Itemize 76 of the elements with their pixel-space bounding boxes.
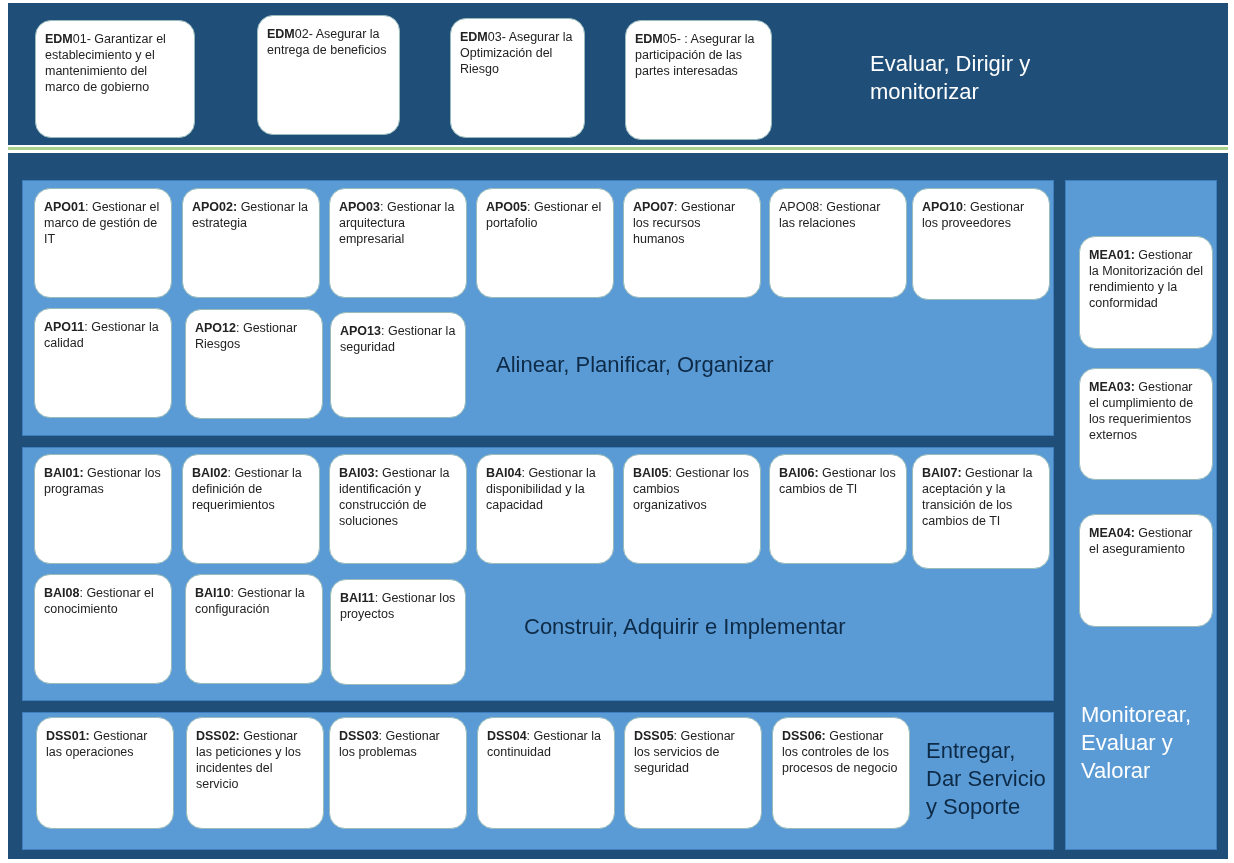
- process-text: BAI10: Gestionar la configuración: [195, 585, 306, 617]
- process-text: BAI06: Gestionar los cambios de TI: [779, 465, 897, 497]
- process-text: DSS06: Gestionar los controles de los procesos de negocio: [782, 728, 899, 776]
- domain-title: Construir, Adquirir e Implementar: [524, 613, 847, 641]
- process-text: BAI07: Gestionar la aceptación y la transición de los cambios de TI: [922, 465, 1034, 529]
- process-card: [450, 18, 585, 138]
- process-text: APO10: Gestionar los proveedores: [922, 199, 1026, 231]
- domain-title: Alinear, Planificar, Organizar: [496, 351, 775, 379]
- process-card: [1079, 236, 1213, 349]
- process-text: APO02: Gestionar la estrategia: [192, 199, 310, 231]
- process-card: [623, 454, 761, 564]
- process-card: [329, 717, 467, 829]
- process-text: DSS02: Gestionar las peticiones y los incidentes del servicio: [196, 728, 302, 792]
- process-card: [34, 188, 172, 298]
- process-card: [257, 15, 400, 135]
- domain-panel: [22, 447, 1054, 701]
- process-card: [34, 454, 172, 564]
- process-card: [330, 312, 466, 418]
- domain-title: Evaluar, Dirigir y monitorizar: [870, 50, 1032, 106]
- process-text: APO05: Gestionar el portafolio: [486, 199, 603, 231]
- process-text: BAI01: Gestionar los programas: [44, 465, 162, 497]
- process-card: [1079, 368, 1213, 480]
- process-card: [185, 574, 323, 684]
- process-card: [476, 454, 614, 564]
- process-card: [912, 454, 1050, 569]
- process-text: DSS01: Gestionar las operaciones: [46, 728, 149, 760]
- process-card: [1079, 514, 1213, 627]
- process-card: [36, 717, 174, 829]
- domain-title: Entregar, Dar Servicio y Soporte: [926, 737, 1047, 821]
- domain-panel: [8, 3, 1228, 145]
- process-text: EDM05- : Asegurar la participación de las partes interesadas: [635, 31, 756, 79]
- process-text: APO01: Gestionar el marco de gestión de IT: [44, 199, 161, 247]
- process-text: APO12: Gestionar Riesgos: [195, 320, 299, 352]
- process-card: [476, 188, 614, 298]
- process-text: EDM03- Asegurar la Optimización del Riesgo: [460, 29, 574, 77]
- process-card: [624, 717, 762, 829]
- process-text: EDM02- Asegurar la entrega de beneficios: [267, 26, 388, 58]
- process-text: APO11: Gestionar la calidad: [44, 319, 160, 351]
- process-text: MEA01: Gestionar la Monitorización del rendimiento y la conformidad: [1089, 247, 1203, 311]
- process-text: MEA04: Gestionar el aseguramiento: [1089, 525, 1194, 557]
- process-text: BAI08: Gestionar el conocimiento: [44, 585, 155, 617]
- process-card: [34, 308, 172, 418]
- process-text: BAI11: Gestionar los proyectos: [340, 590, 456, 622]
- process-text: BAI05: Gestionar los cambios organizativos: [633, 465, 751, 513]
- domain-title: Monitorear, Evaluar y Valorar: [1081, 701, 1193, 785]
- process-card: [185, 309, 323, 419]
- process-text: DSS03: Gestionar los problemas: [339, 728, 441, 760]
- process-card: [772, 717, 910, 829]
- process-card: [182, 454, 320, 564]
- process-text: BAI03: Gestionar la identificación y construcción de soluciones: [339, 465, 451, 529]
- process-text: BAI04: Gestionar la disponibilidad y la capacidad: [486, 465, 597, 513]
- process-card: [329, 454, 467, 564]
- process-text: EDM01- Garantizar el establecimiento y el mantenimiento del marco de gobierno: [45, 31, 167, 95]
- process-text: APO03: Gestionar la arquitectura empresarial: [339, 199, 456, 247]
- process-card: [330, 579, 466, 685]
- process-card: [186, 717, 324, 829]
- process-card: [34, 574, 172, 684]
- process-card: [769, 454, 907, 564]
- process-card: [329, 188, 467, 298]
- domain-panel: [1065, 180, 1217, 850]
- process-text: APO08: Gestionar las relaciones: [779, 199, 882, 231]
- process-text: APO13: Gestionar la seguridad: [340, 323, 456, 355]
- process-card: [477, 717, 615, 829]
- process-card: [769, 188, 907, 298]
- domain-panel: [22, 180, 1054, 436]
- process-text: BAI02: Gestionar la definición de requerimientos: [192, 465, 303, 513]
- domain-panel: [22, 712, 1054, 850]
- process-card: [623, 188, 761, 298]
- process-text: DSS04: Gestionar la continuidad: [487, 728, 602, 760]
- process-card: [35, 20, 195, 138]
- process-card: [182, 188, 320, 298]
- process-card: [625, 20, 772, 140]
- process-text: APO07: Gestionar los recursos humanos: [633, 199, 737, 247]
- process-text: MEA03: Gestionar el cumplimiento de los requerimientos externos: [1089, 379, 1195, 443]
- process-text: DSS05: Gestionar los servicios de seguridad: [634, 728, 736, 776]
- process-card: [912, 188, 1050, 300]
